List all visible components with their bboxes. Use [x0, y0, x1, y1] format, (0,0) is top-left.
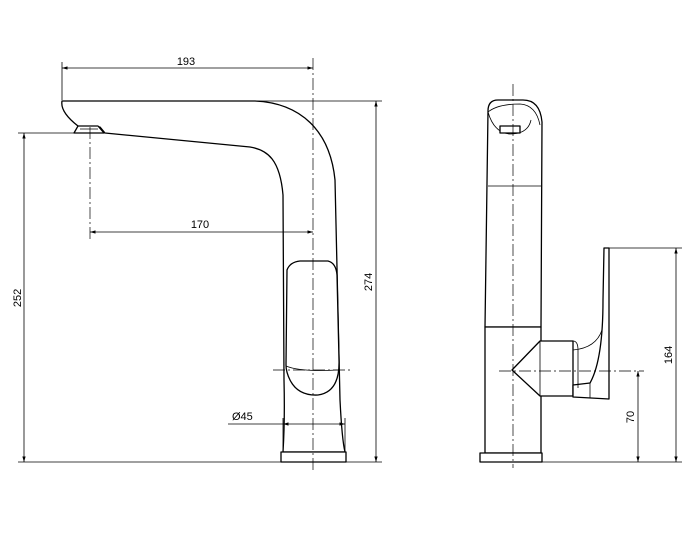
- lever-handle-side: [572, 247, 610, 400]
- base-front: [280, 451, 347, 463]
- side-view: 164 70: [479, 84, 682, 468]
- dim-label-70: 70: [625, 411, 637, 423]
- dim-label-252: 252: [12, 289, 24, 307]
- aerator: [73, 125, 105, 134]
- front-view: 193 170 252 274 Ø45: [12, 56, 382, 470]
- dim-label-164: 164: [663, 346, 675, 364]
- dim-label-170: 170: [191, 219, 209, 231]
- dim-label-diameter: Ø45: [232, 411, 253, 423]
- lever-outline-front: [285, 260, 340, 396]
- lever-cone: [511, 340, 574, 397]
- dim-label-274: 274: [363, 273, 375, 291]
- dim-label-193: 193: [177, 56, 195, 68]
- column-upper: [484, 99, 543, 328]
- base-side: [479, 452, 543, 463]
